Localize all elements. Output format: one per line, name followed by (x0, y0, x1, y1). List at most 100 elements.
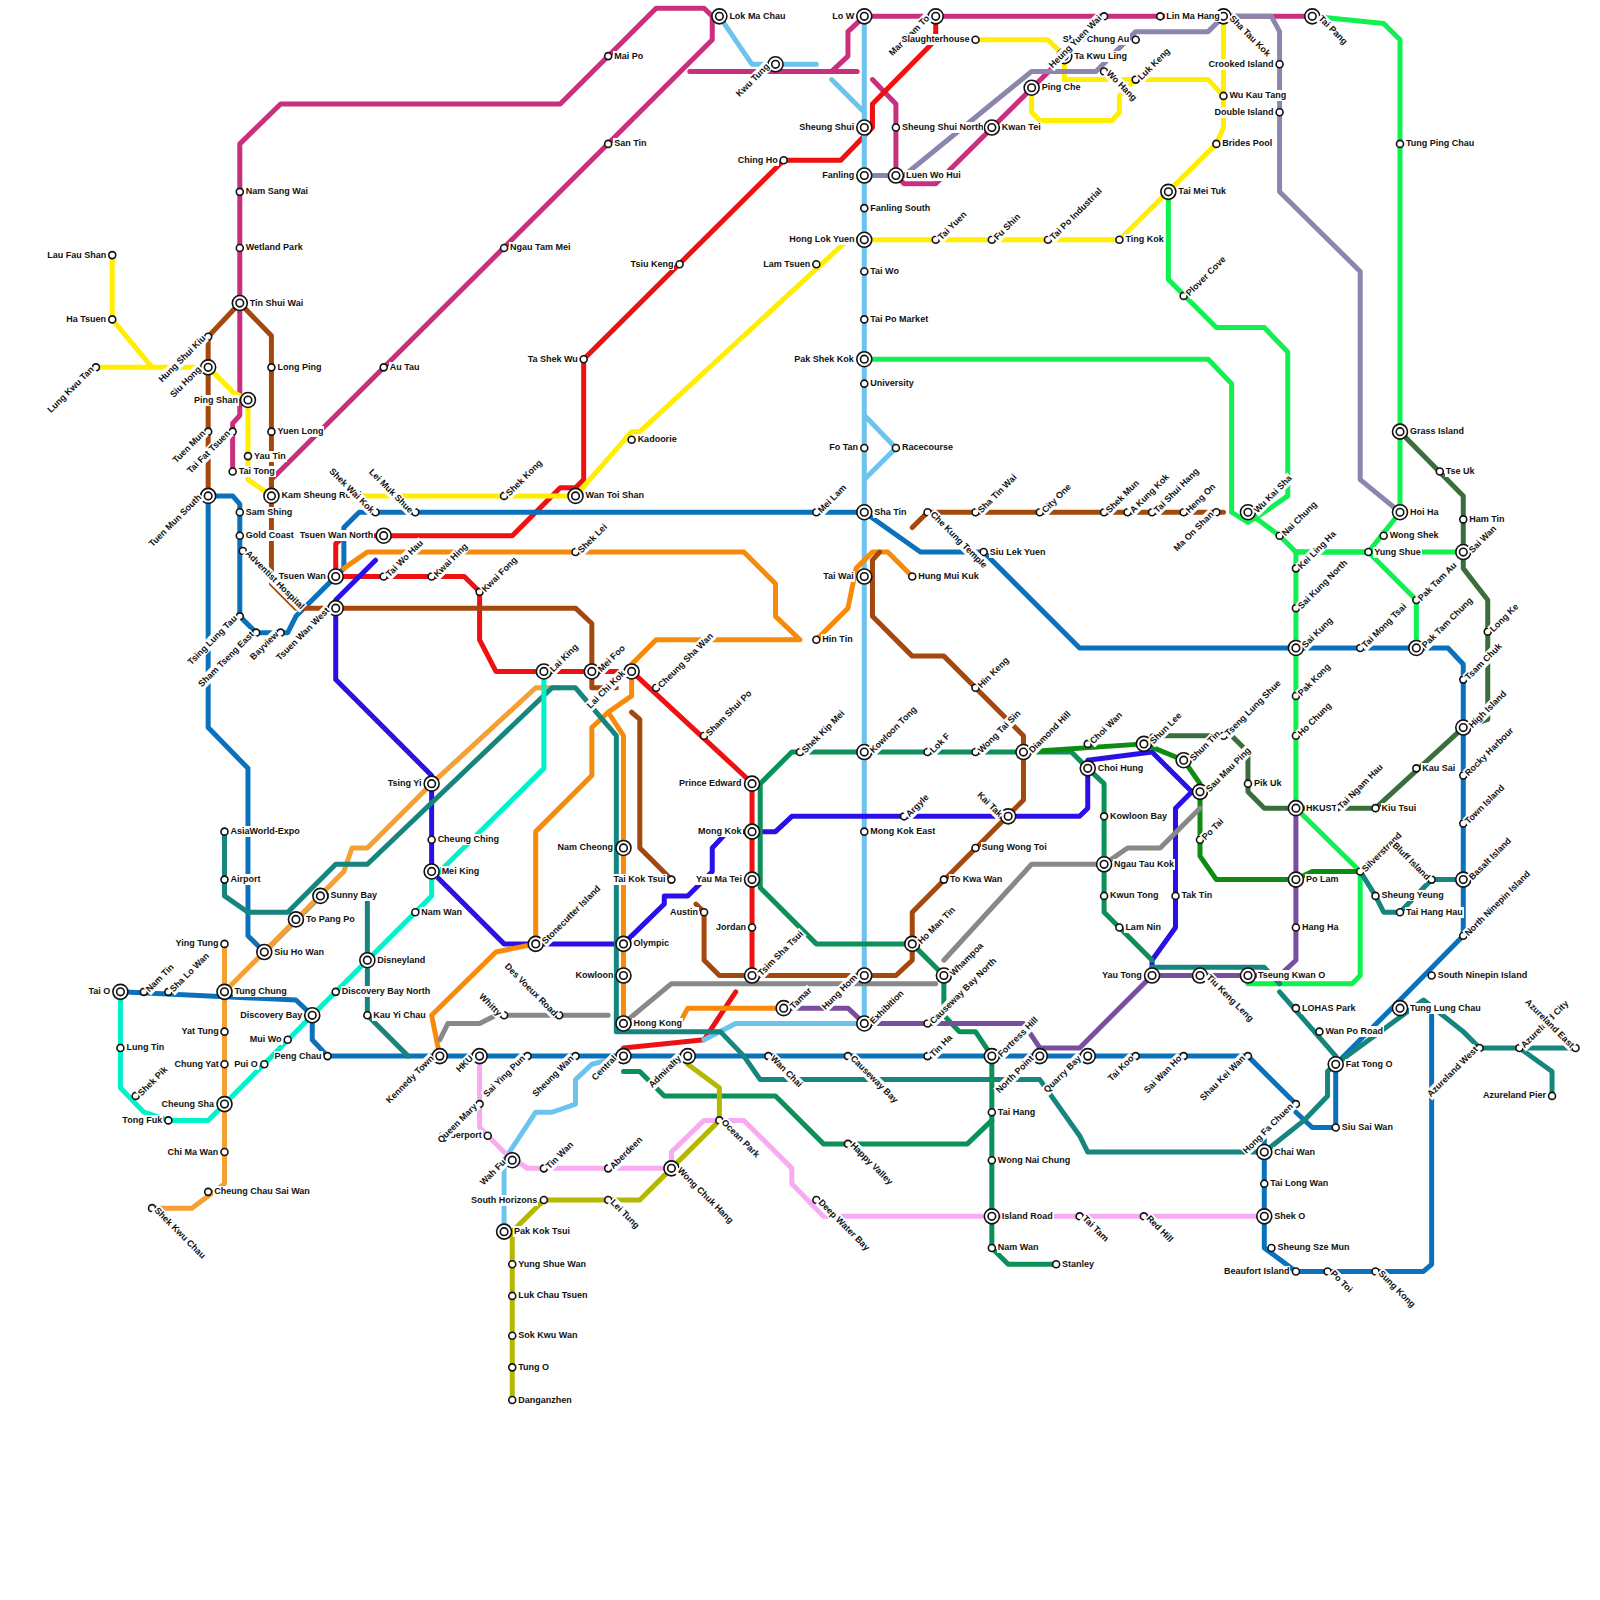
station-label: Red Hill (1143, 1212, 1176, 1245)
station-dot (109, 316, 116, 323)
interchange-ring (857, 9, 872, 24)
station-label: Tung Ping Chau (1405, 138, 1475, 149)
interchange-ring (1097, 857, 1112, 872)
station-circle (268, 428, 275, 435)
station-label: Racecourse (901, 442, 954, 453)
station-label: Tai O (87, 986, 111, 997)
station-label: Sai Wan Ho (1141, 1052, 1185, 1096)
station-label: Tai Mong Tsai (1359, 601, 1410, 652)
transit-line (912, 512, 1223, 527)
station-label: Sai Wan (1466, 522, 1500, 556)
station-dot (376, 528, 391, 543)
transit-line (224, 688, 1575, 1152)
station-label: Hong Lok Yuen (788, 234, 855, 245)
station-label: Po Toi (1327, 1268, 1355, 1296)
interchange-ring (1240, 968, 1255, 983)
station-dot (236, 509, 243, 516)
station-circle (509, 1397, 516, 1404)
station-label: Fanling (821, 170, 855, 181)
station-dot (745, 776, 760, 791)
interchange-core (620, 844, 628, 852)
station-dot (984, 120, 999, 135)
station-circle (236, 509, 243, 516)
transit-line (944, 808, 1200, 960)
interchange-ring (1393, 1001, 1408, 1016)
station-circle (892, 444, 899, 451)
station-label: Sai Kung (1299, 615, 1336, 652)
transit-line (864, 192, 1287, 523)
station-label: Tiu Keng Leng (1203, 972, 1256, 1025)
station-dot (412, 909, 419, 916)
station-label: Ha Tsuen (65, 314, 107, 325)
station-dot (1257, 1145, 1272, 1160)
station-label: Wetland Park (245, 242, 304, 253)
station-label: Che Kung Temple (927, 508, 990, 571)
interchange-core (332, 604, 340, 612)
station-label: Tseng Lung Shue (1223, 677, 1285, 739)
station-dot (1097, 857, 1112, 872)
station-label: Happy Valley (847, 1140, 895, 1188)
station-label: Luen Wo Hui (905, 170, 962, 181)
interchange-core (1413, 644, 1421, 652)
station-dot (1080, 761, 1095, 776)
station-dot (1292, 1268, 1299, 1275)
station-label: Tin Shui Wai (249, 298, 305, 309)
station-dot (940, 876, 947, 883)
station-label: Lin Ma Hang (1165, 11, 1221, 22)
station-dot (229, 468, 236, 475)
station-circle (324, 1053, 331, 1060)
station-label: Azureland Pier (1482, 1090, 1547, 1101)
station-label: Tai Long Wan (1269, 1178, 1329, 1189)
station-dot (1549, 1092, 1556, 1099)
station-dot (360, 953, 375, 968)
station-dot (1292, 924, 1299, 931)
interchange-ring (1328, 1057, 1343, 1072)
interchange-core (436, 1052, 444, 1060)
station-dot (1397, 140, 1404, 147)
interchange-ring (857, 505, 872, 520)
station-label: Fu Shin (991, 211, 1024, 244)
interchange-core (772, 60, 780, 68)
interchange-core (932, 13, 940, 21)
interchange-core (988, 1213, 996, 1221)
interchange-core (748, 876, 756, 884)
station-circle (1397, 140, 1404, 147)
station-label: Discovery Bay North (341, 986, 432, 997)
station-label: Hang Ha (1301, 922, 1340, 933)
interchange-core (540, 668, 548, 676)
station-dot (1397, 909, 1404, 916)
interchange-core (292, 916, 300, 924)
station-dot (305, 1008, 320, 1023)
station-circle (861, 205, 868, 212)
station-label: Fortress Hill (995, 1014, 1041, 1060)
station-dot (540, 1197, 547, 1204)
station-label: Tai Kok Tsui (612, 874, 666, 885)
station-circle (1428, 972, 1435, 979)
station-circle (1365, 549, 1372, 556)
station-dot (605, 140, 612, 147)
station-dot (236, 532, 243, 539)
interchange-core (508, 1156, 516, 1164)
station-circle (861, 316, 868, 323)
station-label: Wong Tai Sin (975, 707, 1024, 756)
station-dot (857, 505, 872, 520)
station-label: Au Tau (389, 362, 421, 373)
transit-line (208, 496, 320, 952)
station-dot (668, 876, 675, 883)
station-dot (509, 1364, 516, 1371)
station-label: Nam Wan (420, 907, 463, 918)
station-label: Yau Tin (253, 451, 287, 462)
station-dot (1101, 892, 1108, 899)
station-label: Wan Po Road (1324, 1026, 1384, 1037)
station-circle (972, 36, 979, 43)
interchange-ring (712, 9, 727, 24)
station-dot (205, 1188, 212, 1195)
station-dot (221, 1061, 228, 1068)
station-label: Tai Wo (869, 266, 900, 277)
interchange-core (988, 1052, 996, 1060)
station-label: Tai Tam (1079, 1212, 1111, 1244)
station-label: Mei Lam (815, 481, 850, 516)
station-label: Wo Hang (1103, 68, 1140, 105)
station-label: Pak Tam Au (1415, 559, 1460, 604)
station-label: Mui Wo (249, 1034, 283, 1045)
